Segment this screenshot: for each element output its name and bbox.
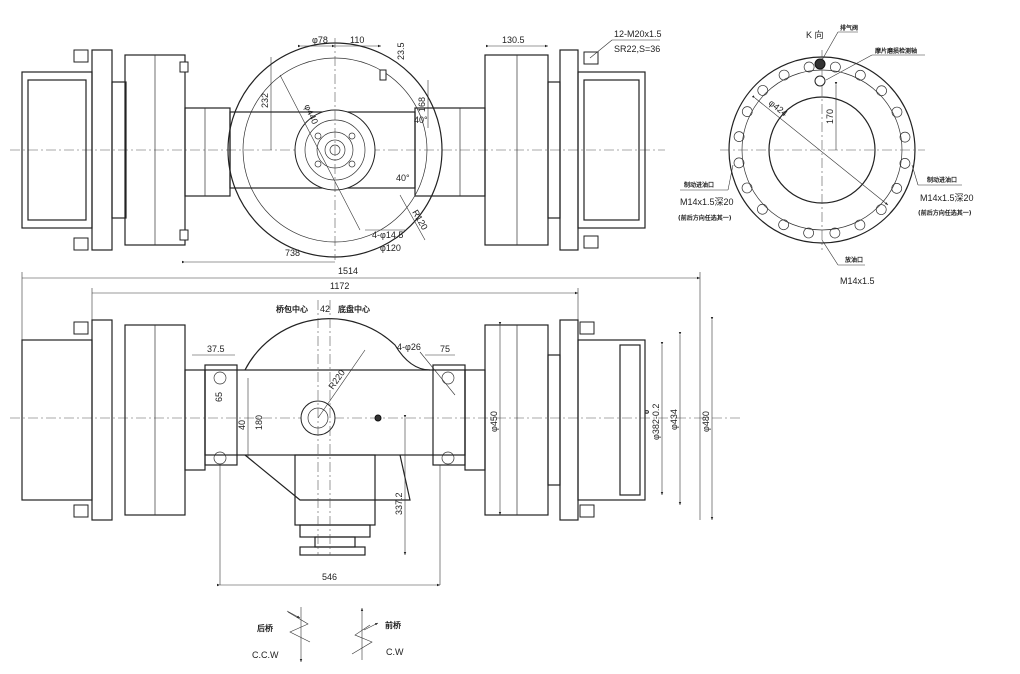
dim-434: φ434 [669,409,679,430]
dim-120: φ120 [380,243,401,253]
bolt-hole [829,227,841,239]
vent-valve-label: 排气阀 [840,24,858,32]
left-inlet-note: (前后方向任选其一) [678,214,732,222]
dim-440: φ440 [302,103,320,126]
left-inlet-label: 制动进油口 [684,181,714,189]
dim-450: φ450 [489,411,499,432]
dim-1514: 1514 [338,266,358,276]
dim-168: 168 [417,97,427,112]
hole-spec: 4-φ14.5 [372,230,403,240]
bolt-hole [741,106,753,117]
wear-check-label: 摩片磨损检测轴 [874,47,917,55]
dim-382-tolerance: 0 [644,410,651,414]
dim-480: φ480 [701,411,711,432]
wear-check-shaft [814,75,826,87]
axle-center-label: 桥包中心 [276,304,308,314]
bolt-hole [899,158,911,169]
dim-23-5: 23.5 [396,42,406,60]
bolt-hole [855,69,866,81]
front-axle-label: 前桥 [385,620,402,630]
dim-40: 40 [237,420,247,430]
rear-axle-label: 后桥 [257,623,274,633]
bolt-hole [876,85,887,97]
dim-337-2: 337.2 [394,492,404,515]
right-wheel-hub-front [464,319,646,521]
right-inlet-note: (前后方向任选其一) [918,209,972,217]
k-view-title: K 向 [806,29,824,40]
bolt-hole [803,61,815,73]
dim-r120: R120 [410,208,429,232]
bolt-hole [778,69,790,81]
dim-1172: 1172 [330,281,349,291]
dim-130-5: 130.5 [502,35,525,45]
front-axle-rotation-icon [351,608,379,660]
bolt-hole [757,85,769,96]
bolt-hole [733,157,745,169]
bolt-hole [803,227,814,239]
angle-40-top: 40° [414,115,428,125]
right-inlet-label: 制动进油口 [927,176,957,184]
bolt-hole [757,203,768,215]
dim-180: 180 [254,415,264,430]
angle-40-bottom: 40° [396,173,410,183]
bolt-hole [875,204,887,215]
drain-spec: M14x1.5 [840,276,875,286]
bolt-spec: 12-M20x1.5 [614,29,662,39]
chassis-center-label: 底盘中心 [337,304,370,314]
hole-spec-front: 4-φ26 [397,342,421,352]
dim-78: φ78 [312,35,328,45]
bolt-hole [899,131,911,143]
bolt-holes [733,61,911,239]
vent-valve [814,58,826,70]
right-wheel-hub [414,49,646,251]
dim-42: 42 [320,304,330,314]
dim-110: 110 [350,35,364,45]
dim-546: 546 [322,572,337,582]
left-inlet-spec: M14x1.5深20 [680,197,734,207]
bolt-hole [778,219,789,231]
front-view: 1514 1172 [10,266,740,587]
dim-424: φ424 [767,98,790,119]
dim-232: 232 [260,93,270,108]
bolt-hole [891,183,903,194]
bolt-hole [733,131,745,142]
bolt-hole [854,219,866,231]
right-inlet-spec: M14x1.5深20 [920,193,974,203]
bolt-hole [830,61,841,73]
rear-axle-rotation-icon [286,607,311,662]
dim-r220: R220 [326,368,347,391]
bolt-hole [741,182,753,194]
dim-170: 170 [825,109,835,124]
k-view: K 向 排气阀 摩片磨损检测轴 φ424 170 制动进油口 M14x1.5深2… [678,24,974,286]
axle-housing-top [227,38,443,260]
left-wheel-hub [21,49,231,251]
rotation-legend: 后桥 C.C.W 前桥 C.W [252,607,404,662]
top-view: φ78 110 23.5 130.5 12-M20x1.5 SR22,S=36 … [10,29,665,264]
drain-label: 放油口 [844,256,863,264]
bolt-hole [891,106,903,118]
dim-37-5: 37.5 [207,344,225,354]
front-dimensions: 桥包中心 42 底盘中心 37.5 65 40 180 R220 4-φ26 7… [192,304,714,587]
dim-75: 75 [440,344,450,354]
left-wheel-hub-front [21,319,206,521]
dim-65: 65 [214,392,224,402]
dim-738: 738 [285,248,300,258]
sphere-radius: SR22,S=36 [614,44,660,54]
rear-direction: C.C.W [252,650,279,660]
dim-382: φ382-0.2 [651,404,661,440]
front-direction: C.W [386,647,404,657]
